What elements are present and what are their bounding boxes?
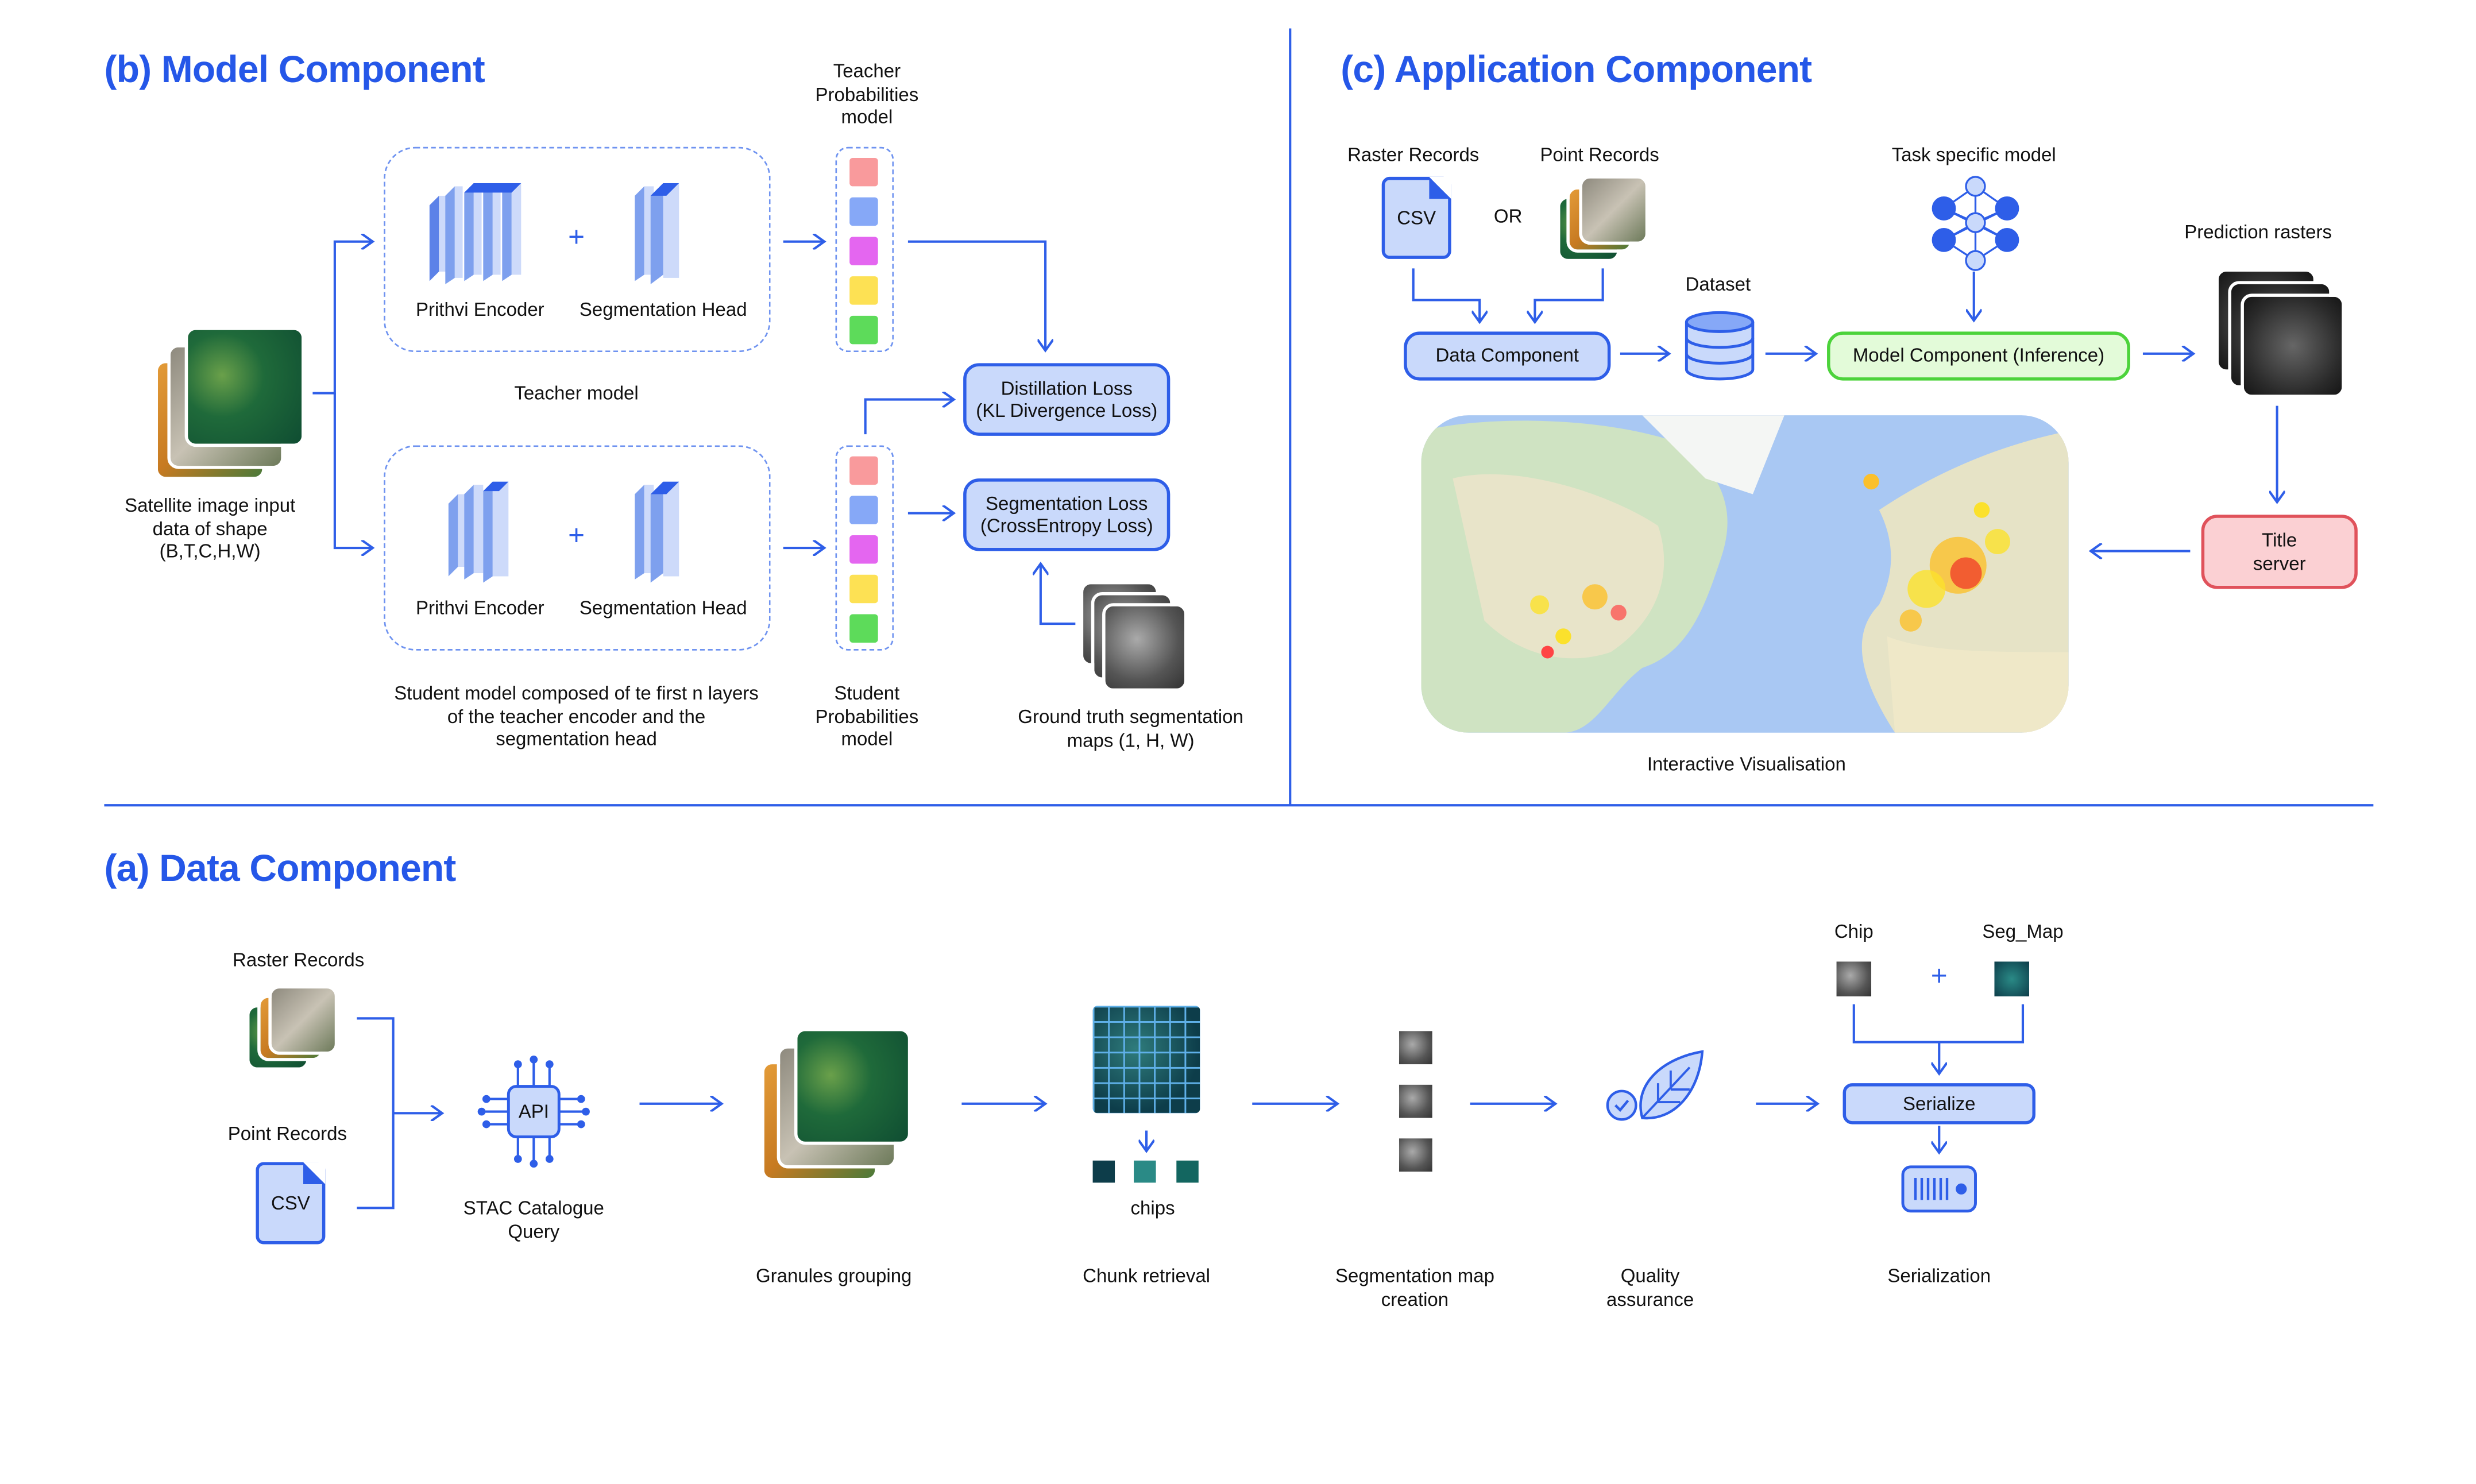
title-server-box: Title server	[2201, 515, 2358, 589]
student-head-icon	[635, 481, 679, 583]
bracket-chip-segmap	[1852, 1004, 2025, 1044]
prob-class-2	[849, 197, 878, 226]
student-encoder-icon	[448, 481, 509, 583]
arrow-teacher-distill	[907, 240, 1045, 351]
csv-label: CSV	[1397, 207, 1436, 229]
ground-truth-label: Ground truth segmentation maps (1, H, W)	[1018, 705, 1243, 751]
teacher-probabilities	[835, 146, 894, 353]
teacher-encoder-label: Prithvi Encoder	[415, 298, 544, 321]
chip-image	[1836, 961, 1872, 996]
data-component-button[interactable]: Data Component	[1404, 331, 1611, 381]
prob-class-3	[849, 535, 878, 564]
plus-icon: +	[1930, 960, 1948, 992]
task-model-label: Task specific model	[1891, 144, 2056, 166]
csv-label: CSV	[271, 1192, 310, 1215]
student-model-box	[384, 445, 771, 651]
arrow-input-teacher	[312, 242, 372, 395]
serialization-label: Serialization	[1887, 1265, 1991, 1287]
chip-thumbnail	[1134, 1160, 1156, 1183]
point-records-label: Point Records	[1540, 144, 1659, 166]
teacher-encoder-icon	[429, 183, 522, 284]
raster-records-label: Raster Records	[1347, 144, 1480, 166]
csv-file-icon: CSV	[1381, 176, 1451, 259]
teacher-model-label: Teacher model	[514, 382, 639, 404]
prob-class-1	[849, 157, 878, 187]
segmap-label: Segmentation map creation	[1335, 1265, 1494, 1310]
arrow-raster-data	[1412, 268, 1480, 322]
heatmap-map	[1421, 415, 2069, 733]
segmap-image	[1994, 961, 2029, 996]
chunk-grid-image	[1092, 1006, 1200, 1114]
prob-class-3	[849, 237, 878, 265]
csv-file-icon: CSV	[256, 1162, 326, 1245]
arrow-student-distill	[864, 400, 954, 435]
bracket-inputs	[357, 1017, 395, 1209]
stac-label: STAC Catalogue Query	[463, 1197, 604, 1242]
heat-spots	[1530, 473, 2010, 659]
teacher-model-box	[384, 146, 771, 353]
segmentation-loss-box: Segmentation Loss (CrossEntropy Loss)	[963, 478, 1171, 551]
student-probabilities	[835, 445, 894, 651]
arrow-point-data	[1535, 268, 1604, 322]
granules-label: Granules grouping	[755, 1265, 912, 1287]
teacher-probs-label: Teacher Probabilities model	[815, 60, 919, 128]
barcode-icon	[1901, 1165, 1977, 1213]
raster-records-label: Raster Records	[233, 949, 365, 971]
chips-label: chips	[1130, 1197, 1175, 1219]
prob-class-5	[849, 315, 878, 345]
student-head-label: Segmentation Head	[579, 597, 747, 619]
dataset-label: Dataset	[1685, 273, 1751, 296]
input-label: Satellite image input data of shape (B,T…	[125, 494, 296, 562]
prediction-rasters-label: Prediction rasters	[2184, 221, 2332, 244]
student-model-label: Student model composed of te first n lay…	[394, 682, 759, 750]
model-component-inference-button[interactable]: Model Component (Inference)	[1827, 331, 2130, 381]
map-label: Interactive Visualisation	[1647, 753, 1846, 775]
prob-class-1	[849, 456, 878, 485]
prob-class-4	[849, 276, 878, 305]
teacher-head-icon	[635, 183, 679, 284]
segmap-thumbnail	[1399, 1138, 1432, 1172]
prob-class-4	[849, 574, 878, 604]
student-probs-label: Student Probabilities model	[815, 682, 919, 750]
api-chip-icon	[477, 1055, 590, 1168]
interactive-map[interactable]	[1421, 415, 2069, 733]
database-icon	[1685, 311, 1755, 381]
prob-class-2	[849, 496, 878, 524]
segmap-thumbnail	[1399, 1084, 1432, 1118]
api-label: API	[518, 1100, 549, 1123]
data-component-title: (a) Data Component	[104, 848, 456, 891]
teacher-head-label: Segmentation Head	[579, 298, 747, 321]
chip-thumbnail	[1176, 1160, 1199, 1183]
student-encoder-label: Prithvi Encoder	[415, 597, 544, 619]
chunk-label: Chunk retrieval	[1083, 1265, 1211, 1287]
leaf-check-icon	[1606, 1050, 1704, 1121]
chip-thumbnail	[1092, 1160, 1115, 1183]
arrow-gt-segloss	[1041, 564, 1076, 625]
prob-class-5	[849, 614, 878, 643]
segmap-small-label: Seg_Map	[1982, 920, 2064, 943]
plus-icon: +	[568, 221, 585, 253]
neural-network-icon	[1932, 176, 2019, 271]
arrow-input-student	[333, 393, 373, 548]
distillation-loss-box: Distillation Loss (KL Divergence Loss)	[963, 363, 1171, 436]
application-component-title: (c) Application Component	[1341, 49, 1812, 92]
qa-label: Quality assurance	[1606, 1265, 1694, 1310]
chip-label: Chip	[1834, 920, 1874, 943]
segmap-thumbnail	[1399, 1031, 1432, 1065]
point-records-label: Point Records	[227, 1122, 347, 1145]
serialize-button[interactable]: Serialize	[1842, 1083, 2035, 1124]
or-label: OR	[1493, 205, 1523, 227]
model-component-title: (b) Model Component	[104, 49, 485, 92]
plus-icon: +	[568, 519, 585, 551]
